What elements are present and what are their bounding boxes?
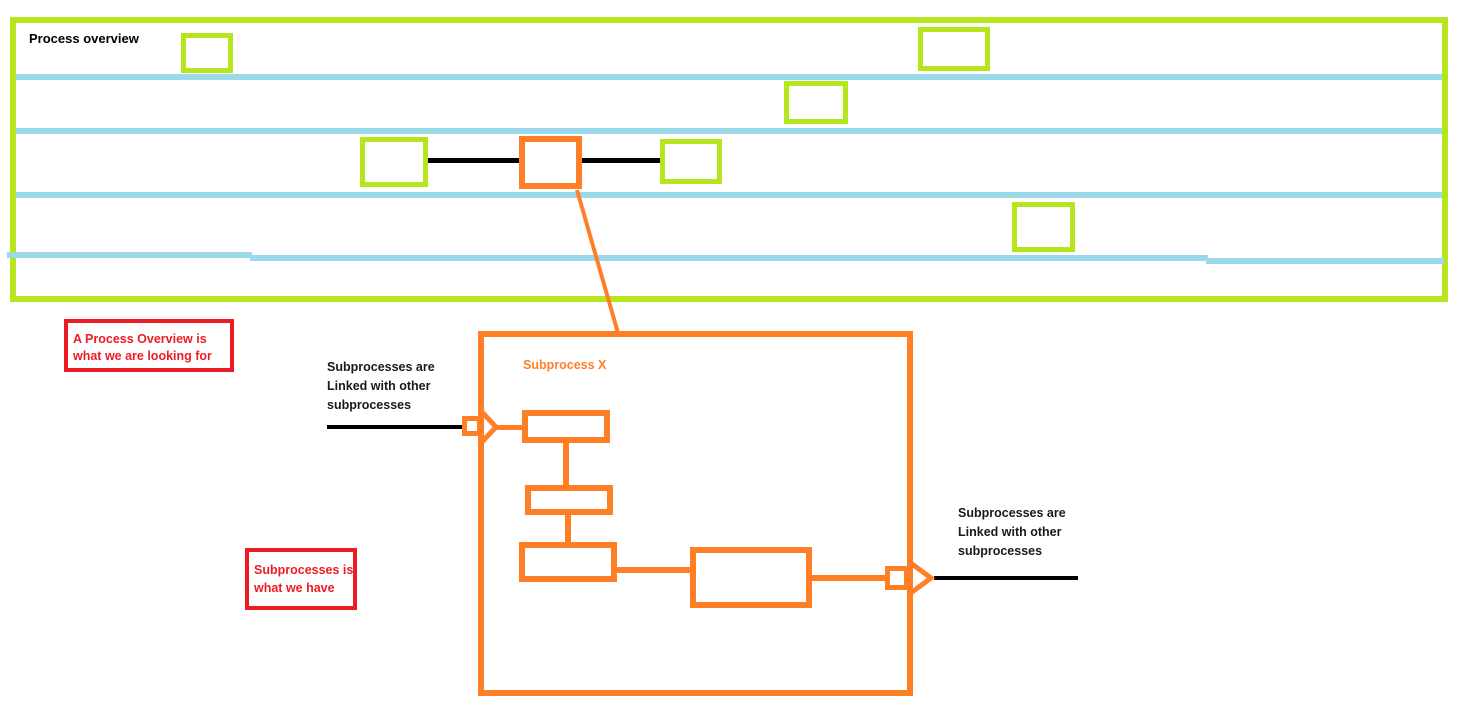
swimlane-divider	[16, 128, 1442, 134]
link-note-left-line: Subprocesses are	[327, 360, 435, 374]
link-note-left: Subprocesses are Linked with other subpr…	[327, 358, 435, 415]
flow-connector-line	[565, 513, 571, 544]
link-note-right-line: Linked with other	[958, 525, 1062, 539]
subprocess-note-box: Subprocesses is, what we have	[245, 548, 357, 610]
subprocess-note-line: what we have	[254, 581, 335, 595]
flow-connector-line	[494, 425, 524, 430]
flow-connector-line	[563, 441, 569, 487]
overview-note-line: A Process Overview is	[73, 332, 207, 346]
incoming-link-line	[327, 425, 462, 429]
link-note-right-line: Subprocesses are	[958, 506, 1066, 520]
link-note-right-line: subprocesses	[958, 544, 1043, 558]
overview-note-box: A Process Overview is what we are lookin…	[64, 319, 234, 372]
subprocess-note-line: Subprocesses is,	[254, 563, 357, 577]
exit-port-square	[885, 566, 909, 590]
subprocess-step-box	[522, 410, 610, 443]
flow-connector-line	[810, 575, 887, 581]
process-overview-frame	[10, 17, 1448, 302]
process-step-box	[660, 139, 722, 184]
process-step-box	[918, 27, 990, 71]
subprocess-step-box	[690, 547, 812, 608]
subprocess-title: Subprocess X	[523, 358, 607, 372]
step-connector-line	[428, 158, 519, 163]
process-step-box	[181, 33, 233, 73]
swimlane-divider-segment	[1206, 258, 1444, 264]
swimlane-divider	[16, 74, 1442, 80]
process-step-box	[1012, 202, 1075, 252]
swimlane-divider-segment	[250, 255, 1208, 261]
subprocess-step-box	[525, 485, 613, 515]
overview-note-line: what we are looking for	[73, 349, 212, 363]
outgoing-link-line	[934, 576, 1078, 580]
entry-port-square	[462, 416, 482, 436]
process-overview-title: Process overview	[29, 31, 139, 46]
subprocess-step-box	[519, 542, 617, 582]
step-connector-line	[582, 158, 660, 163]
swimlane-divider	[16, 192, 1442, 198]
swimlane-divider-segment	[7, 252, 252, 258]
process-step-box	[784, 81, 848, 124]
flow-connector-line	[615, 567, 692, 573]
link-note-left-line: Linked with other	[327, 379, 431, 393]
link-note-right: Subprocesses are Linked with other subpr…	[958, 504, 1066, 561]
subprocess-frame	[478, 331, 913, 696]
link-note-left-line: subprocesses	[327, 398, 412, 412]
subprocess-reference-box	[519, 136, 582, 189]
process-step-box	[360, 137, 428, 187]
